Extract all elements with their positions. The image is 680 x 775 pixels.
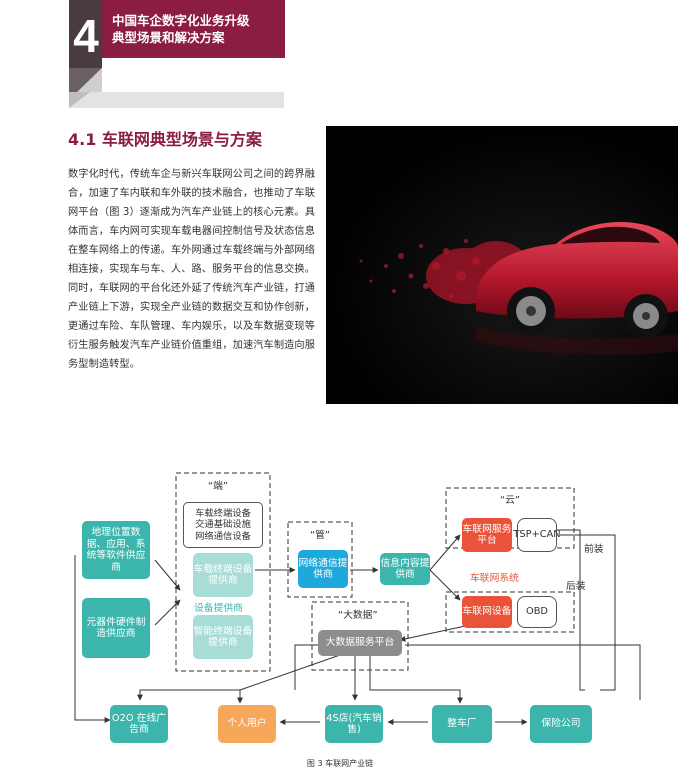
chapter-number: 4 (73, 10, 99, 62)
terminal-line-3: 网络通信设备 (195, 530, 251, 542)
iov-system-label: 车联网系统 (470, 573, 519, 584)
section-paragraph: 数字化时代，传统车企与新兴车联网公司之间的跨界融合，加速了车内联和车外联的技术融… (68, 169, 315, 370)
bigdata-platform-box: 大数据服务平台 (318, 630, 402, 656)
terminal-devices-box: 车载终端设备 交通基础设施 网络通信设备 (183, 502, 263, 548)
chapter-title-line1: 中国车企数字化业务升级 (112, 13, 250, 28)
tsp-can-box: TSP+CAN (513, 518, 561, 552)
insurance-box: 保险公司 (530, 705, 592, 743)
equipment-provider-label: 设备提供商 (194, 603, 243, 614)
terminal-line-2: 交通基础设施 (195, 519, 251, 531)
red-sports-car-image (326, 126, 678, 404)
chapter-banner (69, 0, 285, 108)
vehicle-terminal-provider-box: 车载终端设备提供商 (193, 553, 253, 597)
obd-box: OBD (517, 596, 557, 628)
figure-caption: 图 3 车联网产业链 (306, 759, 374, 768)
oem-box: 整车厂 (432, 705, 492, 743)
smart-terminal-provider-box: 智能终端设备提供商 (193, 615, 253, 659)
o2o-advertiser-box: O2O 在线广告商 (110, 705, 168, 743)
4s-store-box: 4S店(汽车销售) (325, 705, 383, 743)
section-title: 4.1 车联网典型场景与方案 (68, 130, 262, 149)
terminal-line-1: 车载终端设备 (195, 507, 251, 519)
hardware-supplier-box: 元器件硬件制造供应商 (82, 598, 150, 658)
iov-platform-box: 车联网服务平台 (462, 518, 512, 552)
guan-label: “管” (310, 530, 330, 541)
rear-install-label: 后装 (566, 581, 586, 592)
chapter-title: 中国车企数字化业务升级 典型场景和解决方案 (112, 12, 292, 46)
duan-label: “端” (208, 481, 228, 492)
info-content-provider-box: 信息内容提供商 (380, 553, 430, 585)
chapter-title-line2: 典型场景和解决方案 (112, 30, 225, 45)
yun-label: “云” (500, 495, 520, 506)
personal-user-box: 个人用户 (218, 705, 276, 743)
iov-device-box: 车联网设备 (462, 596, 512, 628)
front-install-label: 前装 (584, 544, 604, 555)
network-provider-box: 网络通信提供商 (298, 550, 348, 588)
bigdata-label: “大数据” (338, 610, 378, 621)
software-supplier-box: 地理位置数据、应用、系统等软件供应商 (82, 521, 150, 579)
